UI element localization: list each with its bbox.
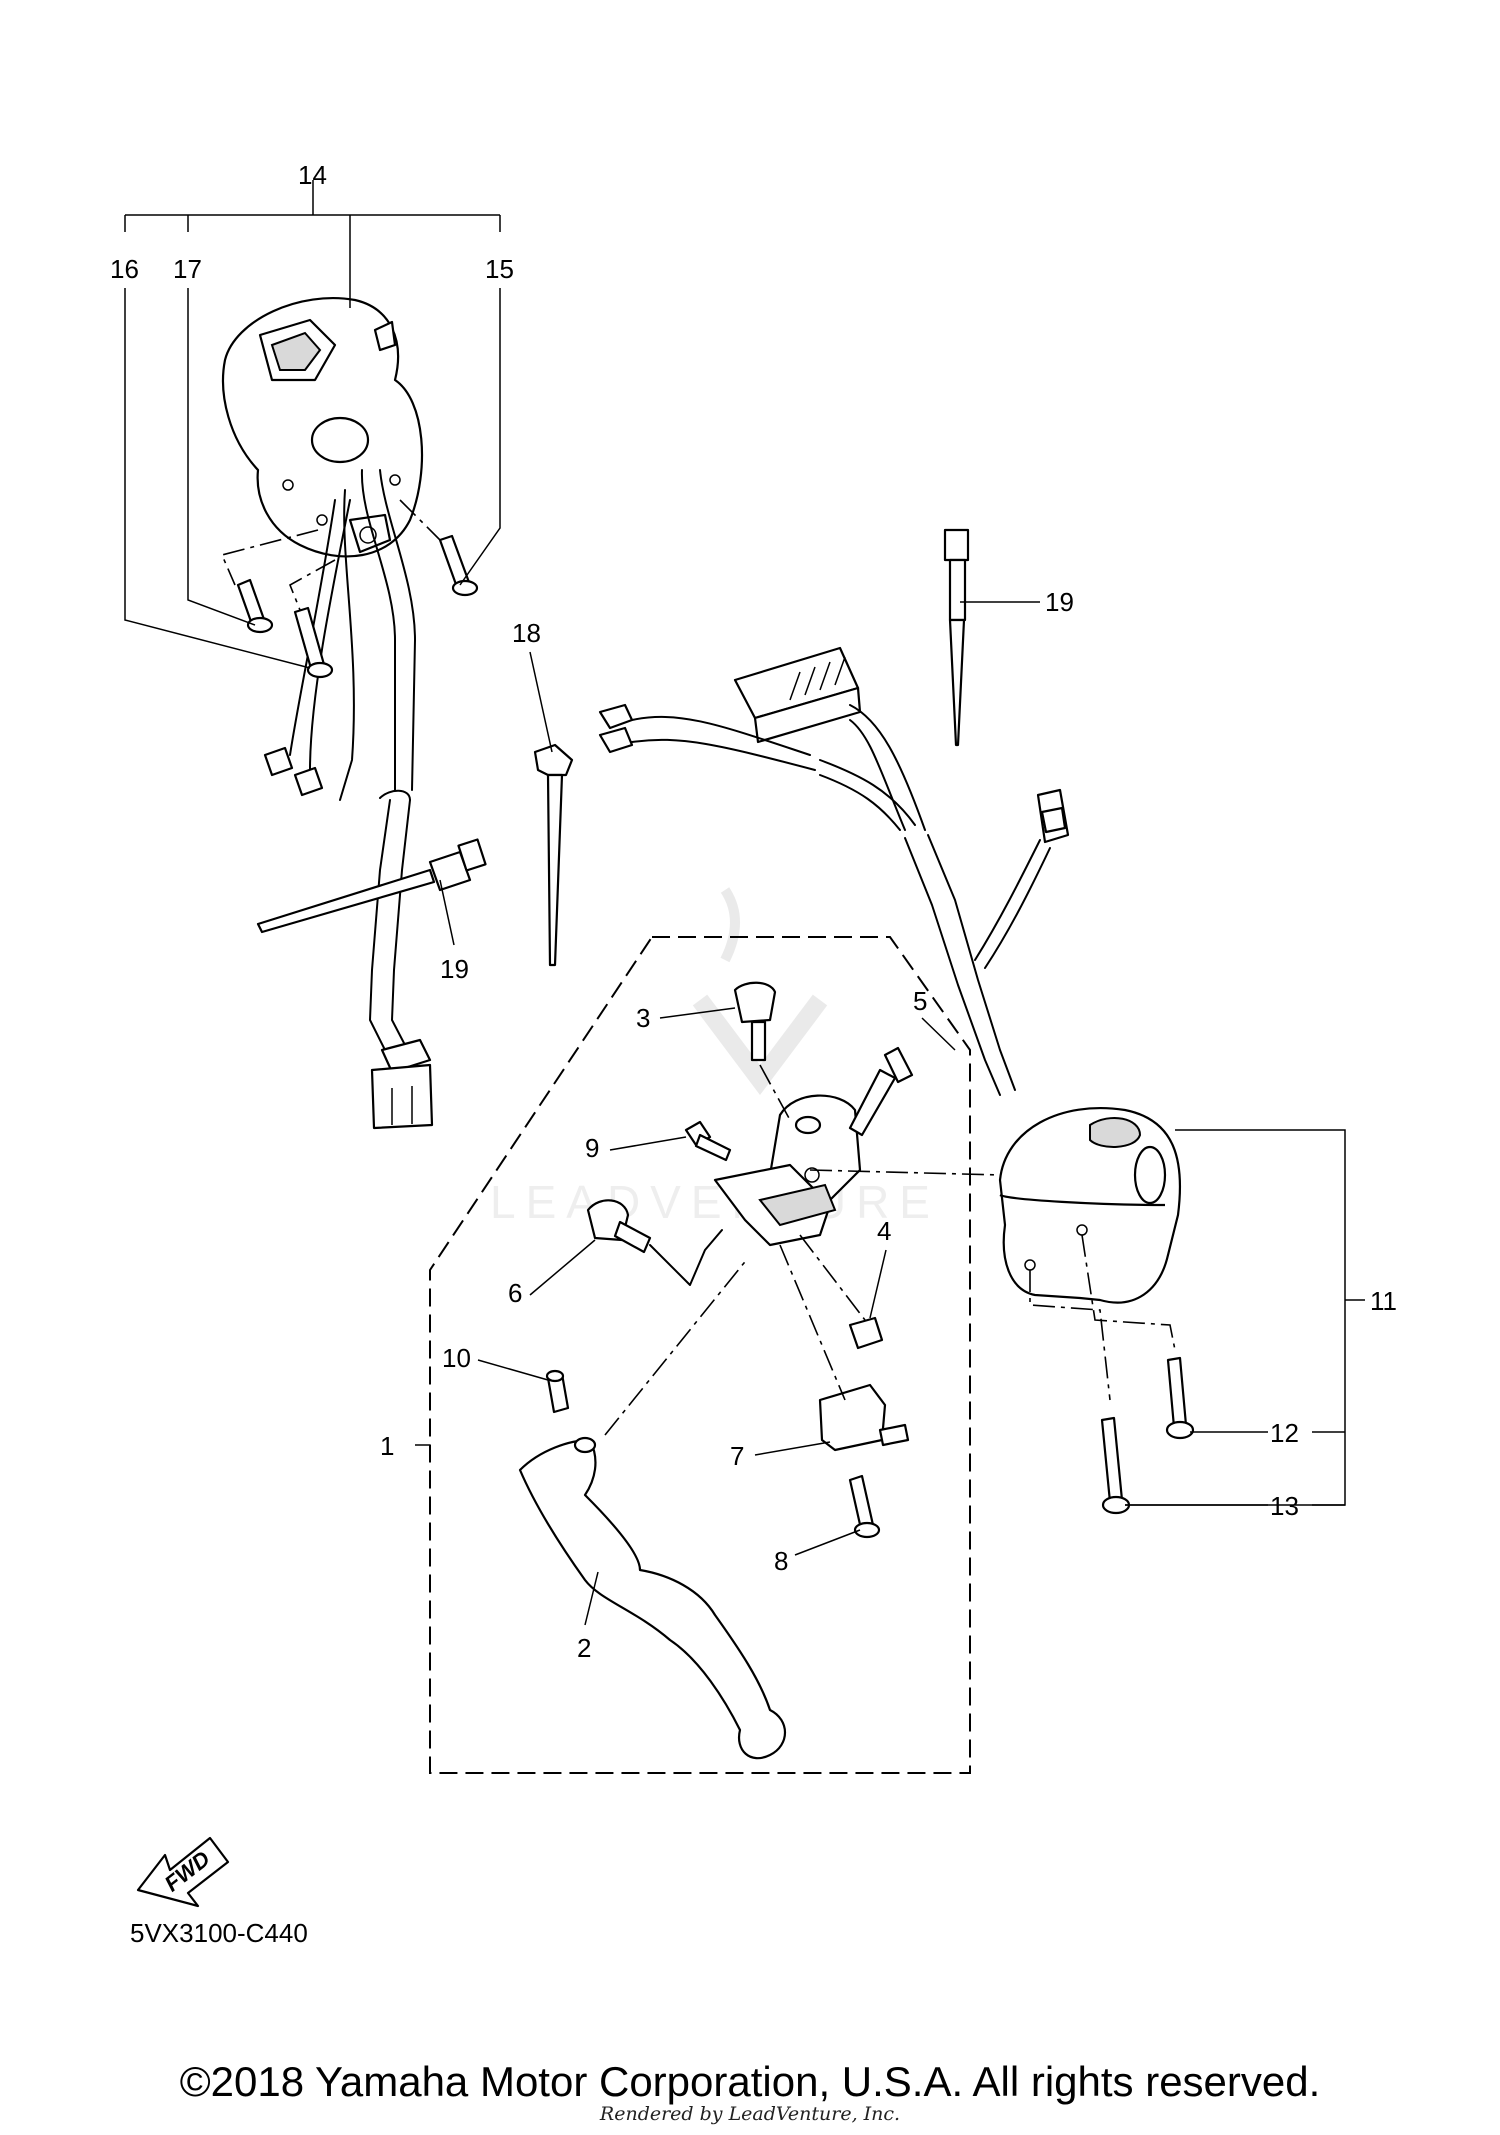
callout-12: 12: [1270, 1418, 1299, 1448]
callout-19-left: 19: [440, 954, 469, 984]
callout-4: 4: [877, 1216, 891, 1246]
left-handlebar-switch: [221, 297, 424, 558]
callout-2: 2: [577, 1633, 591, 1663]
callout-19-right: 19: [1045, 587, 1074, 617]
callout-16: 16: [110, 254, 139, 284]
diagram-code: 5VX3100-C440: [130, 1918, 308, 1948]
callout-17: 17: [173, 254, 202, 284]
rendered-by-credit: Rendered by LeadVenture, Inc.: [599, 2103, 901, 2125]
callout-6: 6: [508, 1278, 522, 1308]
callout-10: 10: [442, 1343, 471, 1373]
callout-11: 11: [1370, 1286, 1397, 1316]
callout-13: 13: [1270, 1491, 1299, 1521]
callout-1: 1: [380, 1431, 394, 1461]
left-switch-wiring: [263, 469, 434, 1130]
callout-14: 14: [298, 160, 327, 190]
lever-parts: [518, 981, 1001, 1760]
callout-15: 15: [485, 254, 514, 284]
cable-tie-18: [533, 743, 574, 967]
lever-bracket: [713, 1094, 862, 1247]
leader-lines: [124, 180, 1365, 1626]
callout-9: 9: [585, 1133, 599, 1163]
callout-5: 5: [913, 986, 927, 1016]
callout-3: 3: [636, 1003, 650, 1033]
callout-8: 8: [774, 1546, 788, 1576]
right-handlebar-switch: [998, 1107, 1182, 1304]
watermark-logo: [692, 887, 828, 1095]
left-switch-screws: [220, 499, 479, 679]
cable-tie-right: [943, 528, 970, 747]
cable-tie-left: [256, 838, 487, 934]
lever-assembly-boundary: [429, 936, 971, 1774]
callout-labels: 1 2 3 4 5 6 7 8 9 10 11 12 13 14 15 16 1…: [110, 160, 1397, 1663]
forward-arrow-icon: FWD: [136, 1836, 230, 1908]
right-switch-wiring: [598, 646, 1070, 1096]
copyright-notice: ©2018 Yamaha Motor Corporation, U.S.A. A…: [179, 2058, 1321, 2105]
watermark-text: LEADVENTURE: [490, 1176, 940, 1228]
callout-18: 18: [512, 618, 541, 648]
callout-7: 7: [730, 1441, 744, 1471]
